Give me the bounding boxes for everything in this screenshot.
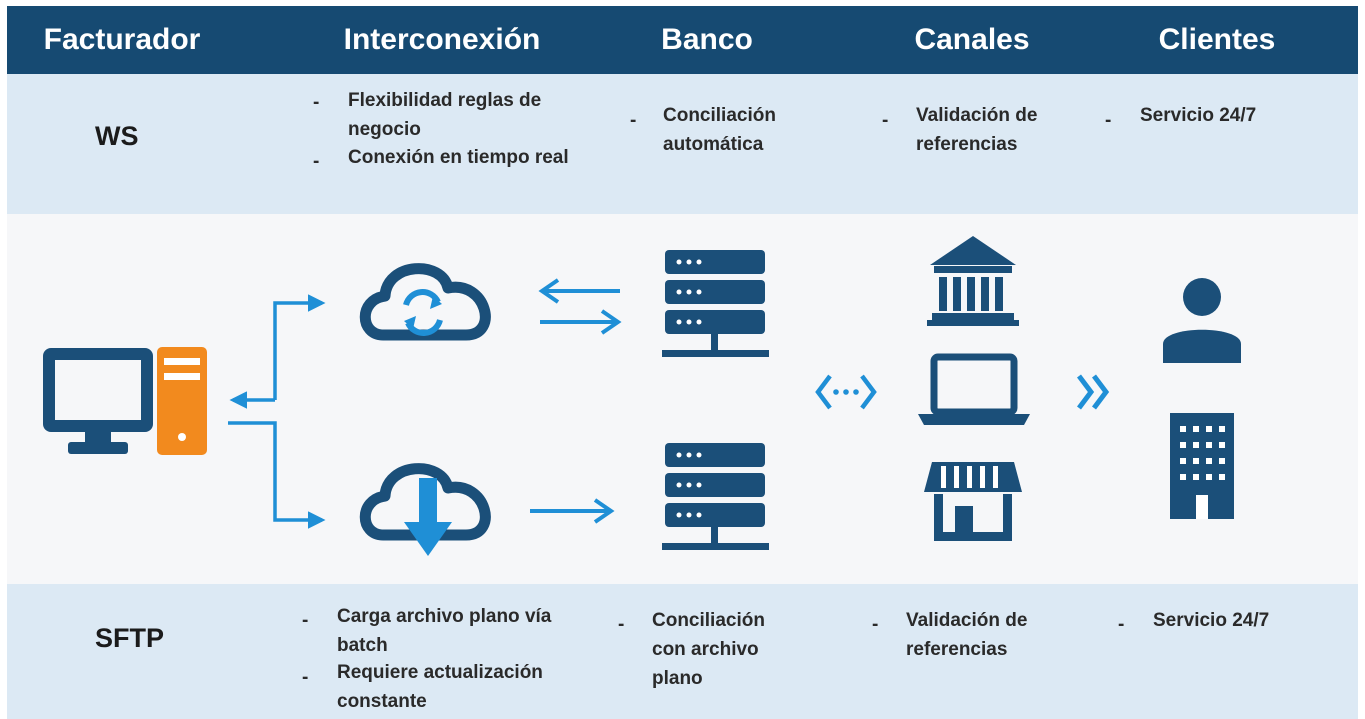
building-icon [1170,413,1234,519]
ws-interconexion-item-1: Flexibilidad reglas de negocio [348,90,542,140]
store-icon [924,462,1022,541]
bullet-dash: - [630,110,637,131]
column-facturador: Facturador [43,23,201,56]
bank-icon [927,236,1019,326]
bullet-dash: - [302,610,309,631]
ws-banco-item: Conciliación automática [663,105,776,155]
sftp-label: SFTP [95,623,165,653]
column-banco: Banco [661,23,753,56]
double-chevron-icon [1077,374,1110,410]
connection-icon [815,374,877,410]
column-interconexion: Interconexión [343,23,541,56]
bullet-dash: - [1118,614,1125,635]
sftp-banco-item: Conciliación con archivo plano [652,610,765,689]
bullet-dash: - [313,151,320,172]
server-icon [662,250,769,357]
branch-arrows [228,294,326,529]
person-icon [1163,278,1241,363]
laptop-icon [918,353,1030,425]
ws-label: WS [95,121,139,151]
column-canales: Canales [914,23,1030,56]
ws-clientes-item: Servicio 24/7 [1140,105,1257,126]
ws-interconexion-item-2: Conexión en tiempo real [348,147,569,168]
server-icon [662,443,769,550]
column-clientes: Clientes [1158,23,1276,56]
sftp-interconexion-item-2: Requiere actualización constante [337,662,543,712]
sftp-clientes-item: Servicio 24/7 [1153,610,1270,631]
sftp-canales-item: Validación de referencias [906,610,1028,660]
bullet-dash: - [882,110,889,131]
bullet-dash: - [1105,110,1112,131]
sftp-row-band [7,584,1358,719]
sftp-interconexion-item-1: Carga archivo plano vía batch [337,606,552,656]
bullet-dash: - [872,614,879,635]
bullet-dash: - [313,92,320,113]
cloud-sync-icon [359,263,491,341]
cloud-download-icon [359,463,491,556]
bullet-dash: - [302,667,309,688]
computer-icon [43,347,207,455]
upload-arrow [530,498,615,524]
header-bar: Facturador Interconexión Banco Canales C… [7,6,1358,74]
bidirectional-arrows [538,278,622,335]
ws-row-band [7,74,1358,214]
bullet-dash: - [618,614,625,635]
ws-canales-item: Validación de referencias [916,105,1038,155]
